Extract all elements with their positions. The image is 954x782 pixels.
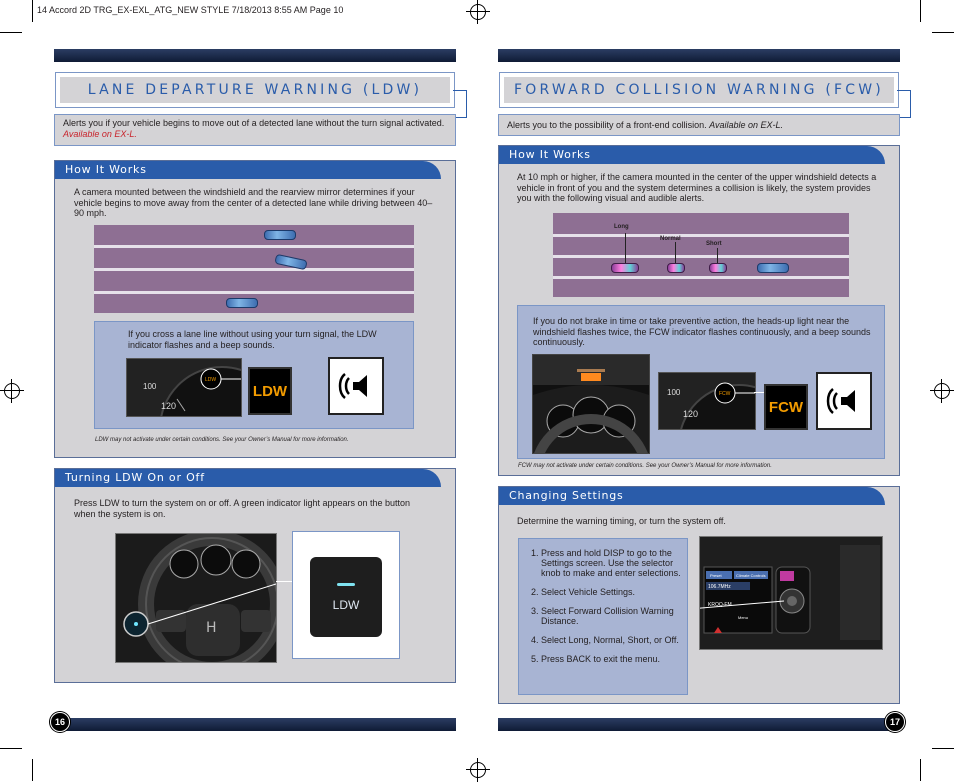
fcw-footnote: FCW may not activate under certain condi… xyxy=(518,463,772,469)
car-icon xyxy=(757,263,789,273)
green-indicator-light xyxy=(337,582,355,586)
svg-text:FCW: FCW xyxy=(719,391,731,397)
page-number: 17 xyxy=(885,712,905,732)
svg-text:100: 100 xyxy=(667,388,681,397)
crop-mark xyxy=(32,0,33,22)
fcw-indicator-icon: FCW xyxy=(764,384,808,430)
section-heading: Turning LDW On or Off xyxy=(55,469,441,487)
svg-text:120: 120 xyxy=(161,401,176,411)
registration-mark-icon xyxy=(466,0,490,24)
ldw-title-box: LANE DEPARTURE WARNING (LDW) xyxy=(55,72,455,108)
fcw-how-it-works-section: How It Works At 10 mph or higher, if the… xyxy=(498,145,900,476)
fcw-settings-section: Changing Settings Determine the warning … xyxy=(498,486,900,704)
registration-mark-icon xyxy=(466,758,490,782)
car-icon xyxy=(709,263,727,273)
bottom-bar xyxy=(54,718,456,731)
section-heading: How It Works xyxy=(55,161,441,179)
settings-intro: Determine the warning timing, or turn th… xyxy=(517,516,726,526)
svg-text:100: 100 xyxy=(143,382,157,391)
center-console-image: Preset Climate Controls 106.7MHz KROQ-FM… xyxy=(699,536,883,650)
car-icon xyxy=(264,230,296,240)
instrument-cluster-image: 100 120 FCW xyxy=(658,372,756,430)
registration-mark-icon xyxy=(0,379,24,403)
ldw-on-off-section: Turning LDW On or Off Press LDW to turn … xyxy=(54,468,456,683)
ldw-button[interactable]: LDW xyxy=(310,557,382,637)
crop-mark xyxy=(0,32,22,33)
section-heading: Changing Settings xyxy=(499,487,885,505)
svg-text:KROQ-FM: KROQ-FM xyxy=(708,602,732,608)
step-item: Press BACK to exit the menu. xyxy=(541,654,681,664)
svg-text:120: 120 xyxy=(683,409,698,419)
step-item: Press and hold DISP to go to the Setting… xyxy=(541,548,681,578)
crop-mark xyxy=(932,748,954,749)
lane-diagram xyxy=(94,225,414,313)
fcw-intro: Alerts you to the possibility of a front… xyxy=(498,114,900,136)
ldw-alert-panel: If you cross a lane line without using y… xyxy=(94,321,414,429)
ldw-footnote: LDW may not activate under certain condi… xyxy=(95,437,349,443)
ldw-indicator-icon: LDW xyxy=(248,367,292,415)
availability-note: Available on EX-L. xyxy=(709,120,783,130)
ldw-on-off-text: Press LDW to turn the system on or off. … xyxy=(74,498,411,519)
crop-mark xyxy=(32,759,33,781)
crop-mark xyxy=(920,759,921,781)
svg-text:Climate Controls: Climate Controls xyxy=(736,573,766,578)
settings-steps-panel: Press and hold DISP to go to the Setting… xyxy=(518,538,688,695)
registration-mark-icon xyxy=(930,379,954,403)
svg-text:Menu: Menu xyxy=(738,615,748,620)
step-item: Select Forward Collision Warning Distanc… xyxy=(541,606,681,626)
step-item: Select Vehicle Settings. xyxy=(541,587,681,597)
speaker-icon xyxy=(816,372,872,430)
instrument-cluster-image: 100 120 LDW xyxy=(126,358,242,417)
car-icon xyxy=(611,263,639,273)
top-bar xyxy=(498,49,900,62)
fcw-alert-panel: If you do not brake in time or take prev… xyxy=(517,305,885,459)
step-item: Select Long, Normal, Short, or Off. xyxy=(541,635,681,645)
car-icon xyxy=(226,298,258,308)
title-bracket xyxy=(453,90,467,118)
speaker-icon xyxy=(328,357,384,415)
crop-mark xyxy=(0,748,22,749)
car-icon xyxy=(667,263,685,273)
bottom-bar xyxy=(498,718,900,731)
svg-text:Preset: Preset xyxy=(710,573,722,578)
distance-diagram: Long Normal Short xyxy=(553,213,849,297)
ldw-intro: Alerts you if your vehicle begins to mov… xyxy=(54,114,456,146)
page-number: 16 xyxy=(50,712,70,732)
svg-text:LDW: LDW xyxy=(205,377,216,383)
fcw-title-box: FORWARD COLLISION WARNING (FCW) xyxy=(499,72,899,108)
svg-text:106.7MHz: 106.7MHz xyxy=(708,584,731,590)
crop-mark xyxy=(920,0,921,22)
steering-wheel-image: H xyxy=(115,533,277,663)
ldw-how-text: A camera mounted between the windshield … xyxy=(74,187,433,218)
fcw-how-text: At 10 mph or higher, if the camera mount… xyxy=(517,172,877,203)
top-bar xyxy=(54,49,456,62)
ldw-how-it-works-section: How It Works A camera mounted between th… xyxy=(54,160,456,458)
ldw-button-closeup: LDW xyxy=(292,531,400,659)
windshield-hud-image xyxy=(532,354,650,454)
crop-mark xyxy=(932,32,954,33)
availability-note: Available on EX-L. xyxy=(63,129,137,139)
print-slug: 14 Accord 2D TRG_EX-EXL_ATG_NEW STYLE 7/… xyxy=(37,5,344,15)
page-title: LANE DEPARTURE WARNING (LDW) xyxy=(87,82,423,98)
svg-text:H: H xyxy=(206,620,217,636)
title-bracket xyxy=(897,90,911,118)
section-heading: How It Works xyxy=(499,146,885,164)
page-title: FORWARD COLLISION WARNING (FCW) xyxy=(514,82,884,98)
